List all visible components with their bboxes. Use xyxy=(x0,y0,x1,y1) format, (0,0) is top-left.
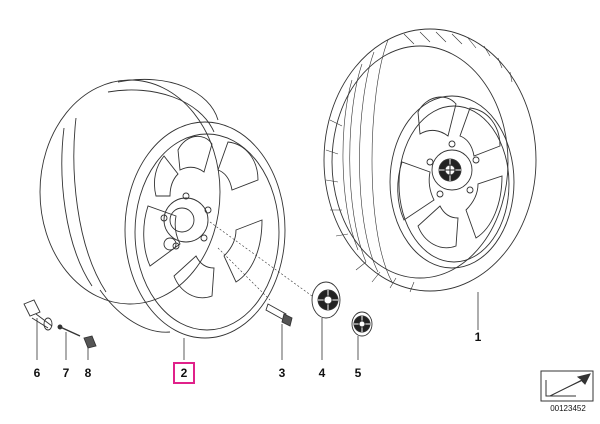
callout-2-highlighted[interactable]: 2 xyxy=(173,362,195,384)
arrow-to-corner-icon xyxy=(540,370,594,402)
wheel-bolt-drawing xyxy=(217,247,293,360)
valve-drawing xyxy=(23,299,97,360)
document-number: 00123452 xyxy=(550,404,586,413)
callout-8: 8 xyxy=(84,366,92,380)
callout-5: 5 xyxy=(354,366,362,380)
callout-3: 3 xyxy=(278,366,286,380)
complete-wheel-drawing xyxy=(323,28,537,330)
callout-4: 4 xyxy=(318,366,326,380)
emblem-drawing xyxy=(351,311,373,360)
hub-cap-drawing xyxy=(209,221,341,360)
rim-drawing xyxy=(39,78,286,360)
callout-7: 7 xyxy=(62,366,70,380)
callout-6: 6 xyxy=(33,366,41,380)
callout-1: 1 xyxy=(474,330,482,344)
